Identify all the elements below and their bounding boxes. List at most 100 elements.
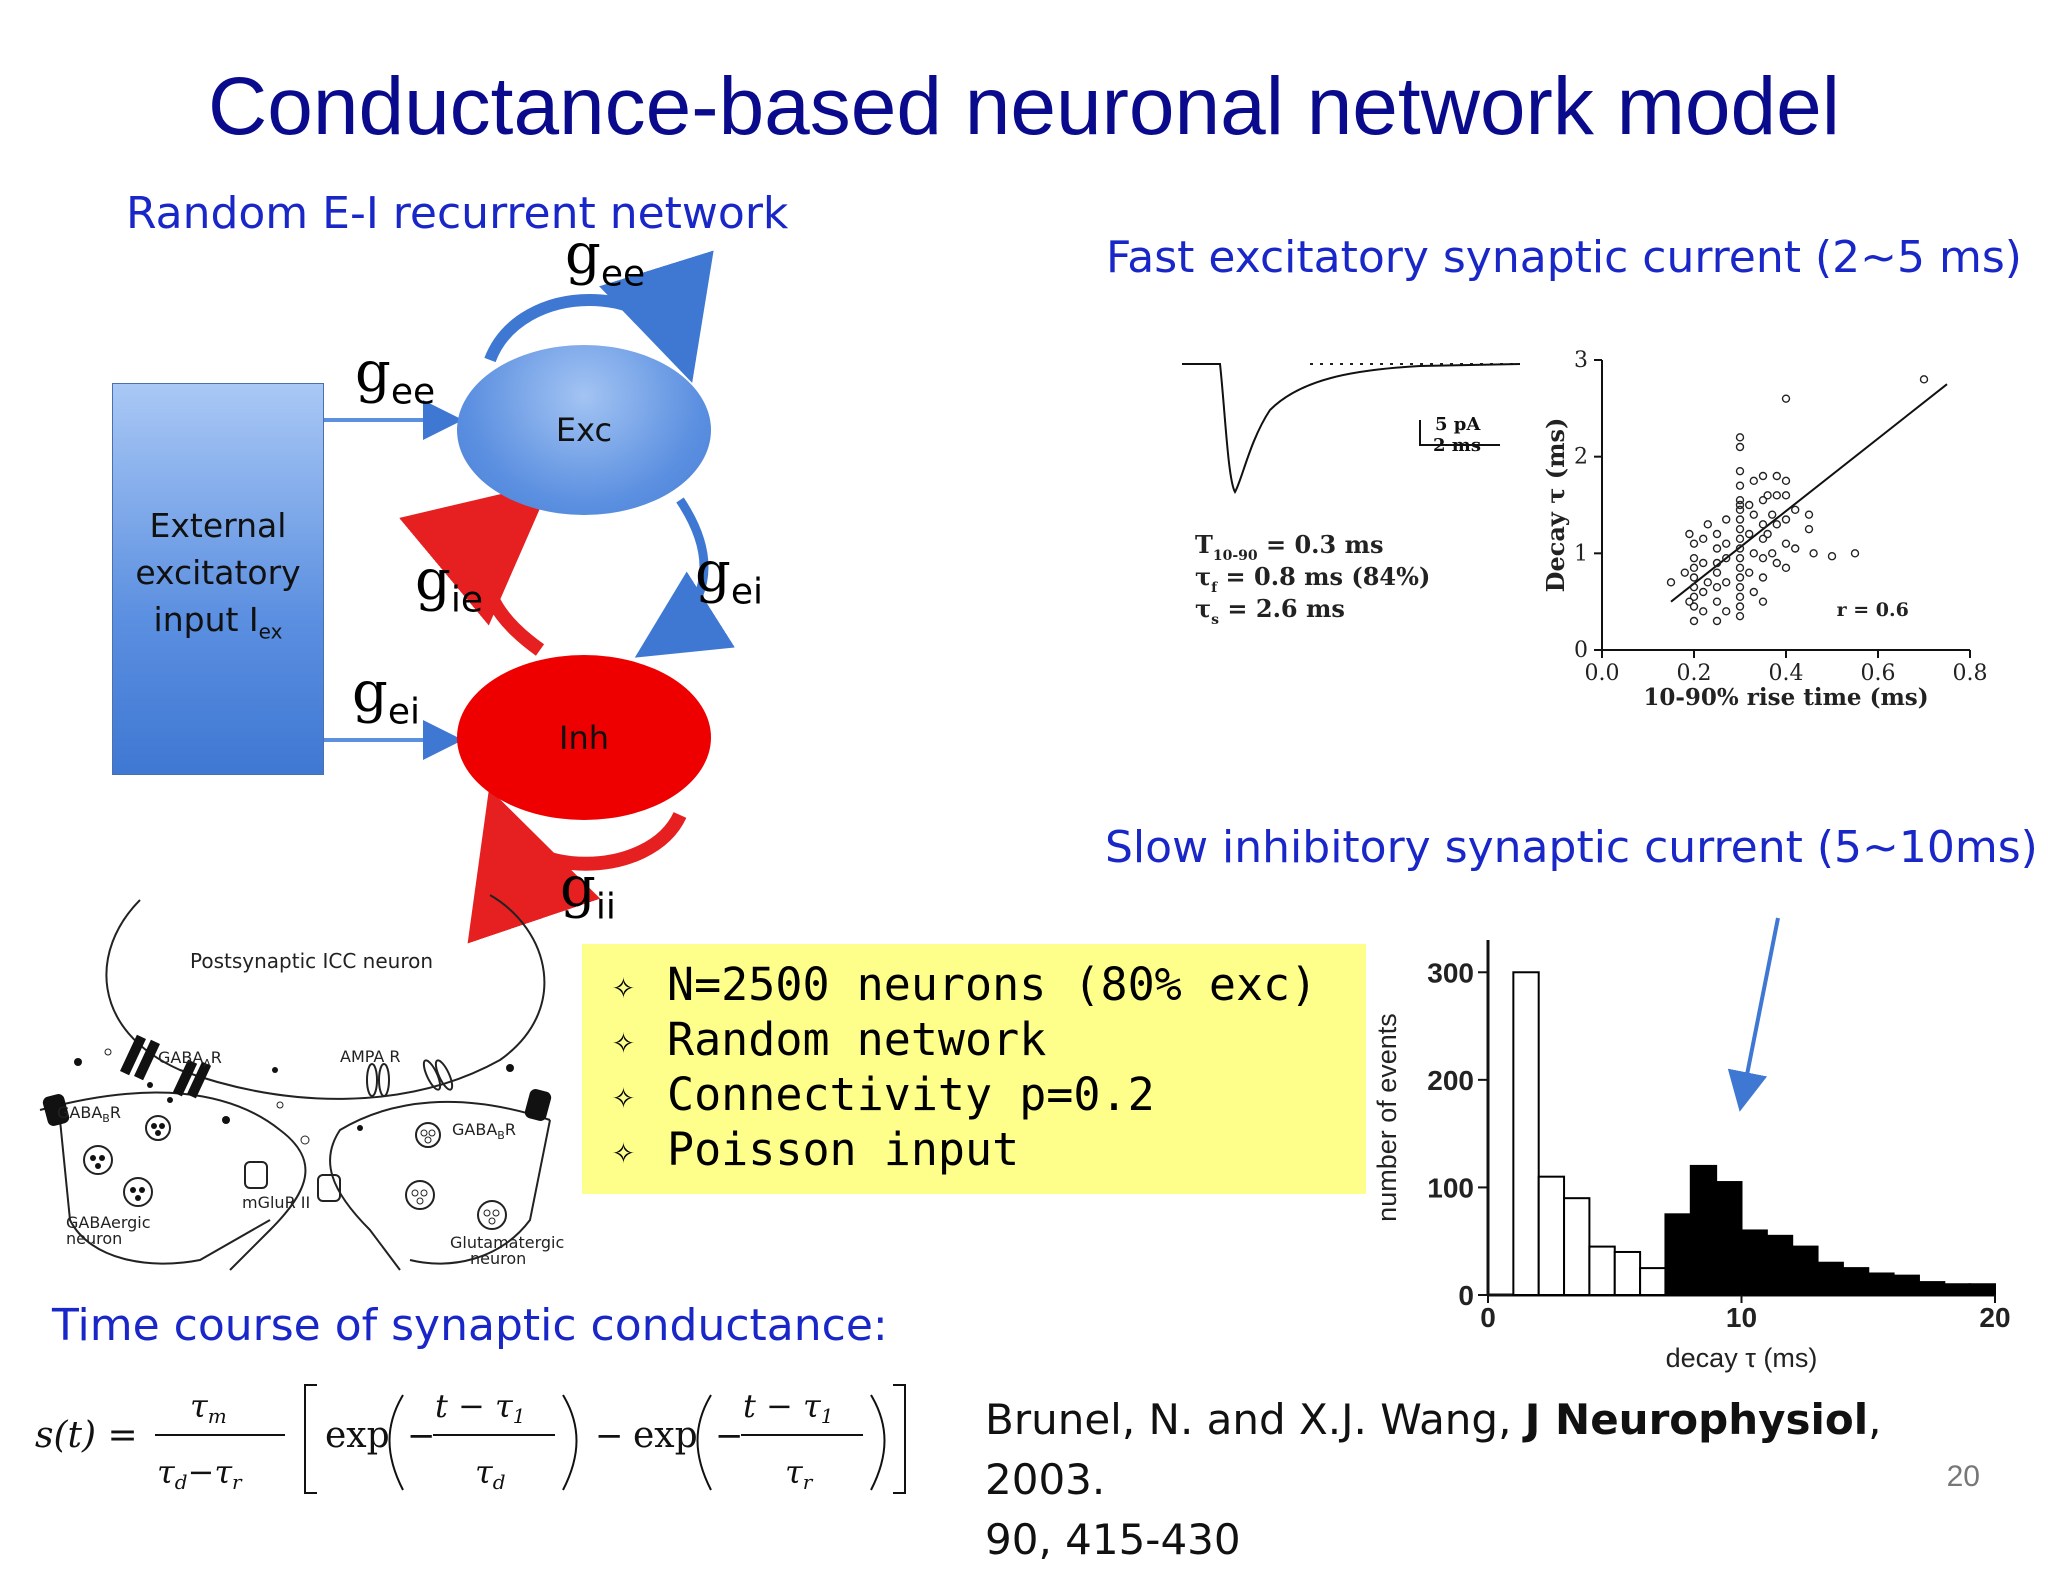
data-point <box>1735 515 1745 524</box>
data-point <box>1735 466 1745 476</box>
data-point <box>1698 587 1708 597</box>
data-point <box>1804 510 1814 519</box>
histogram-bar <box>1740 1229 1768 1297</box>
data-point <box>1685 597 1694 606</box>
data-point <box>1735 611 1745 621</box>
inh-recurrent-arrow <box>467 788 687 944</box>
histogram-bar <box>1816 1261 1844 1296</box>
star-icon: ✧ <box>612 1017 635 1062</box>
data-point <box>1804 524 1814 534</box>
data-point <box>1689 573 1699 582</box>
data-point <box>1772 520 1782 529</box>
x-tick-label: 0.0 <box>1585 661 1620 686</box>
histogram-bar <box>1917 1281 1946 1297</box>
t1090-text: T10-90 = 0.3 ms <box>1195 530 1383 564</box>
scale-pa: 5 pA <box>1435 414 1481 435</box>
data-point <box>1735 592 1745 602</box>
data-point <box>1721 578 1731 587</box>
epsc-trace: 5 pA 2 ms T10-90 = 0.3 ms τf = 0.8 ms (8… <box>1182 363 1520 628</box>
svg-text:exp: exp <box>633 1415 698 1456</box>
histogram-bar <box>1791 1245 1819 1297</box>
histogram-bar <box>1765 1234 1794 1297</box>
data-point <box>1721 515 1731 524</box>
x-axis-label: 10-90% rise time (ms) <box>1643 684 1928 711</box>
gabab-right-label: GABABR <box>452 1120 516 1142</box>
data-point <box>1735 534 1745 544</box>
data-point <box>1712 568 1722 577</box>
star-icon: ✧ <box>612 1127 635 1172</box>
glutamatergic-label-1: Glutamatergic <box>450 1233 564 1252</box>
data-point <box>1735 563 1745 573</box>
svg-text:τm: τm <box>190 1387 227 1428</box>
tauf-text: τf = 0.8 ms (84%) <box>1195 562 1430 596</box>
svg-text:exp: exp <box>325 1415 390 1456</box>
data-point <box>1689 563 1699 573</box>
data-point <box>1758 534 1768 544</box>
x-tick-label: 20 <box>1979 1302 2010 1333</box>
data-point <box>1749 510 1759 519</box>
data-point <box>1744 568 1754 577</box>
data-point <box>1758 573 1768 582</box>
data-point <box>1767 549 1777 558</box>
data-point <box>1735 544 1745 553</box>
data-point <box>1721 607 1731 616</box>
x-tick-label: 0.6 <box>1861 661 1896 686</box>
data-point <box>1721 553 1731 563</box>
svg-text:−: − <box>715 1416 744 1456</box>
gii-label: gii <box>560 855 616 928</box>
data-point <box>1850 549 1860 558</box>
svg-text:−: − <box>595 1416 624 1456</box>
x-tick-label: 10 <box>1726 1302 1757 1333</box>
slide-title: Conductance-based neuronal network model <box>208 61 1840 152</box>
data-point <box>1781 394 1791 403</box>
data-point <box>1758 597 1768 606</box>
histogram-bar <box>1689 1164 1718 1296</box>
svg-text:τd: τd <box>475 1453 506 1494</box>
data-point <box>1689 539 1699 548</box>
svg-text:τr: τr <box>785 1453 814 1494</box>
ampa-label: AMPA R <box>340 1047 401 1066</box>
postsynaptic-label: Postsynaptic ICC neuron <box>190 949 433 973</box>
data-point <box>1666 578 1676 587</box>
page-number: 20 <box>1946 1460 1980 1493</box>
data-point <box>1809 549 1818 558</box>
data-point <box>1758 495 1768 505</box>
data-point <box>1735 481 1745 490</box>
data-point <box>1763 491 1772 500</box>
data-point <box>1758 471 1768 481</box>
histogram-bar <box>1664 1213 1692 1296</box>
y-axis-label: number of events <box>1372 1013 1402 1222</box>
y-axis-label: Decay τ (ms) <box>1541 418 1570 593</box>
data-point <box>1791 505 1800 515</box>
glutamatergic-label-2: neuron <box>470 1249 526 1268</box>
data-point <box>1758 520 1768 529</box>
gabaergic-label-1: GABAergic <box>66 1213 151 1232</box>
data-point <box>1744 529 1754 539</box>
svg-text:−: − <box>407 1416 436 1456</box>
histogram-bar <box>1613 1250 1642 1296</box>
histogram-bar <box>1639 1267 1667 1296</box>
external-label-3: input Iex <box>153 600 283 644</box>
histogram-bar <box>1968 1283 1997 1297</box>
data-point <box>1749 476 1759 486</box>
bullet-item: ✧Random network <box>612 1013 1047 1066</box>
gabaergic-label-2: neuron <box>66 1229 122 1248</box>
data-point <box>1781 491 1791 500</box>
inh-population: Inh <box>457 655 711 820</box>
network-heading: Random E-I recurrent network <box>126 188 789 239</box>
taus-text: τs = 2.6 ms <box>1195 594 1345 628</box>
y-tick-label: 0 <box>1458 1280 1474 1311</box>
slow-heading: Slow inhibitory synaptic current (5~10ms… <box>1105 822 2038 873</box>
data-point <box>1689 553 1699 563</box>
network-arrows <box>322 250 735 944</box>
data-point <box>1735 524 1745 534</box>
external-label-2: excitatory <box>135 553 301 593</box>
gabab-left-label: GABABR <box>57 1103 121 1125</box>
exc-label: Exc <box>555 411 613 449</box>
data-point <box>1680 568 1690 577</box>
pointer-arrow <box>1727 917 1780 1112</box>
data-point <box>1698 534 1708 544</box>
svg-text:τd−τr: τd−τr <box>157 1453 243 1494</box>
exc-recurrent-arrow <box>484 250 714 383</box>
data-point <box>1735 505 1745 515</box>
